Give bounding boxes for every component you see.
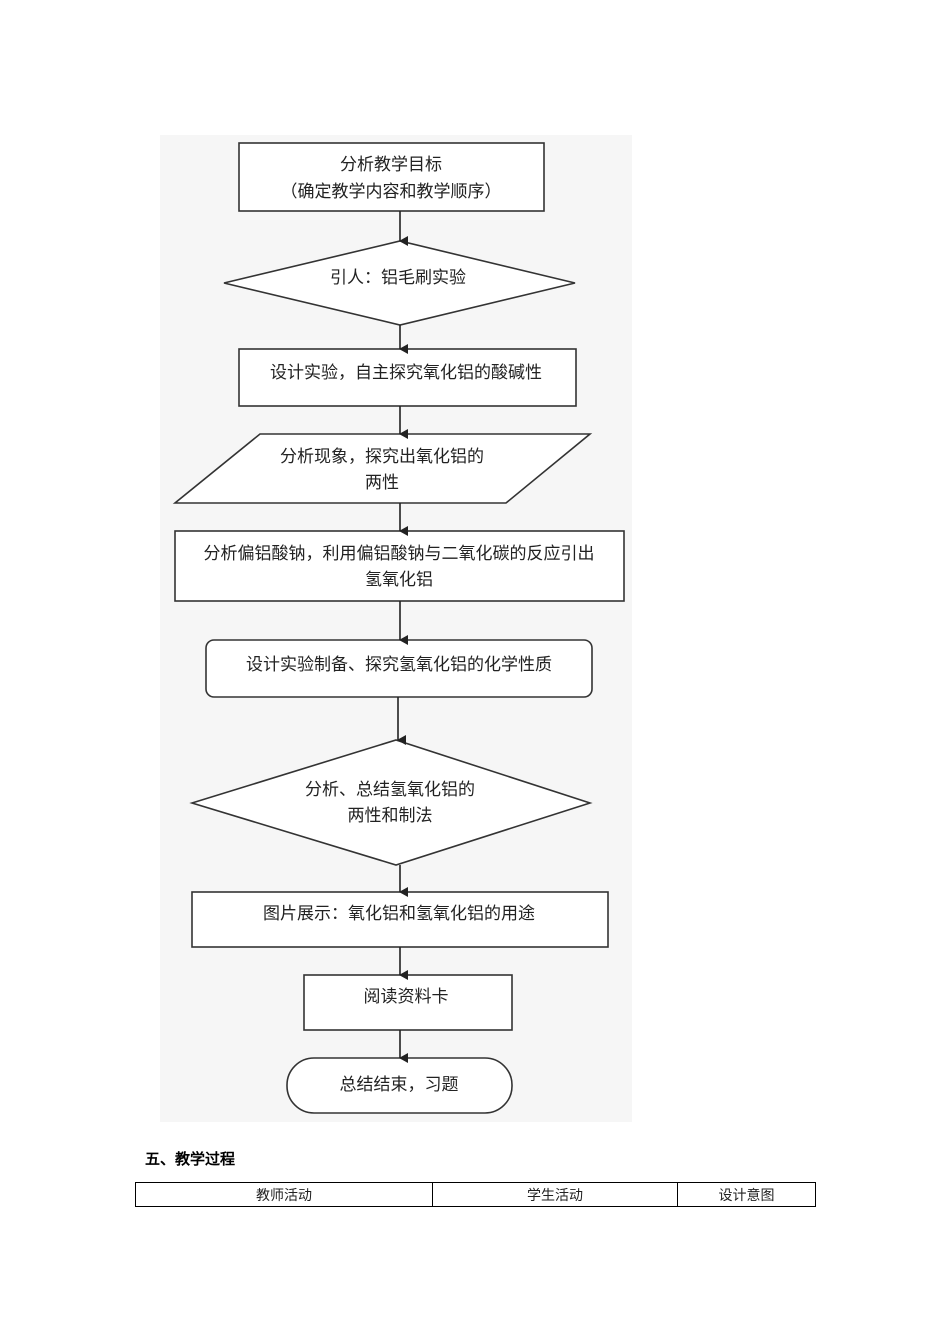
- step-7-line-1: 分析、总结氢氧化铝的: [305, 780, 475, 800]
- step-2-line-1: 引人：铝毛刷实验: [330, 268, 466, 288]
- step-5-line-1: 分析偏铝酸钠，利用偏铝酸钠与二氧化碳的反应引出: [204, 544, 595, 564]
- step-1-line-1: 分析教学目标: [340, 155, 442, 175]
- teaching-flowchart: 分析教学目标 （确定教学内容和教学顺序） 引人：铝毛刷实验 设计实验，自主探究氧…: [172, 142, 625, 1114]
- table-header-row: 教师活动 学生活动 设计意图: [135, 1182, 816, 1207]
- step-7-line-2: 两性和制法: [348, 806, 433, 826]
- step-box-1: [238, 142, 545, 212]
- step-3-line-1: 设计实验，自主探究氧化铝的酸碱性: [270, 363, 542, 383]
- step-9-line-1: 阅读资料卡: [364, 987, 449, 1007]
- step-box-3: [238, 348, 577, 407]
- step-8-line-1: 图片展示：氧化铝和氢氧化铝的用途: [263, 904, 535, 924]
- step-5-line-2: 氢氧化铝: [365, 570, 433, 590]
- step-box-9: [303, 974, 513, 1031]
- teaching-process-table: 教师活动 学生活动 设计意图: [135, 1182, 816, 1207]
- step-4-line-2: 两性: [365, 473, 399, 493]
- flow-arrows: [397, 211, 408, 1063]
- step-parallelogram-4: [172, 433, 593, 504]
- step-diamond-7: [189, 739, 593, 866]
- step-10-line-1: 总结结束，习题: [340, 1075, 459, 1095]
- step-4-line-1: 分析现象，探究出氧化铝的: [280, 447, 484, 467]
- step-box-8: [191, 891, 609, 948]
- section-heading: 五、教学过程: [145, 1150, 236, 1168]
- header-design-intent: 设计意图: [677, 1182, 816, 1207]
- step-6-line-1: 设计实验制备、探究氢氧化铝的化学性质: [246, 655, 552, 675]
- step-box-5: [174, 530, 625, 602]
- header-student-activity: 学生活动: [432, 1182, 678, 1207]
- step-1-line-2: （确定教学内容和教学顺序）: [281, 182, 502, 202]
- step-diamond-2: [223, 240, 576, 326]
- header-teacher-activity: 教师活动: [135, 1182, 433, 1207]
